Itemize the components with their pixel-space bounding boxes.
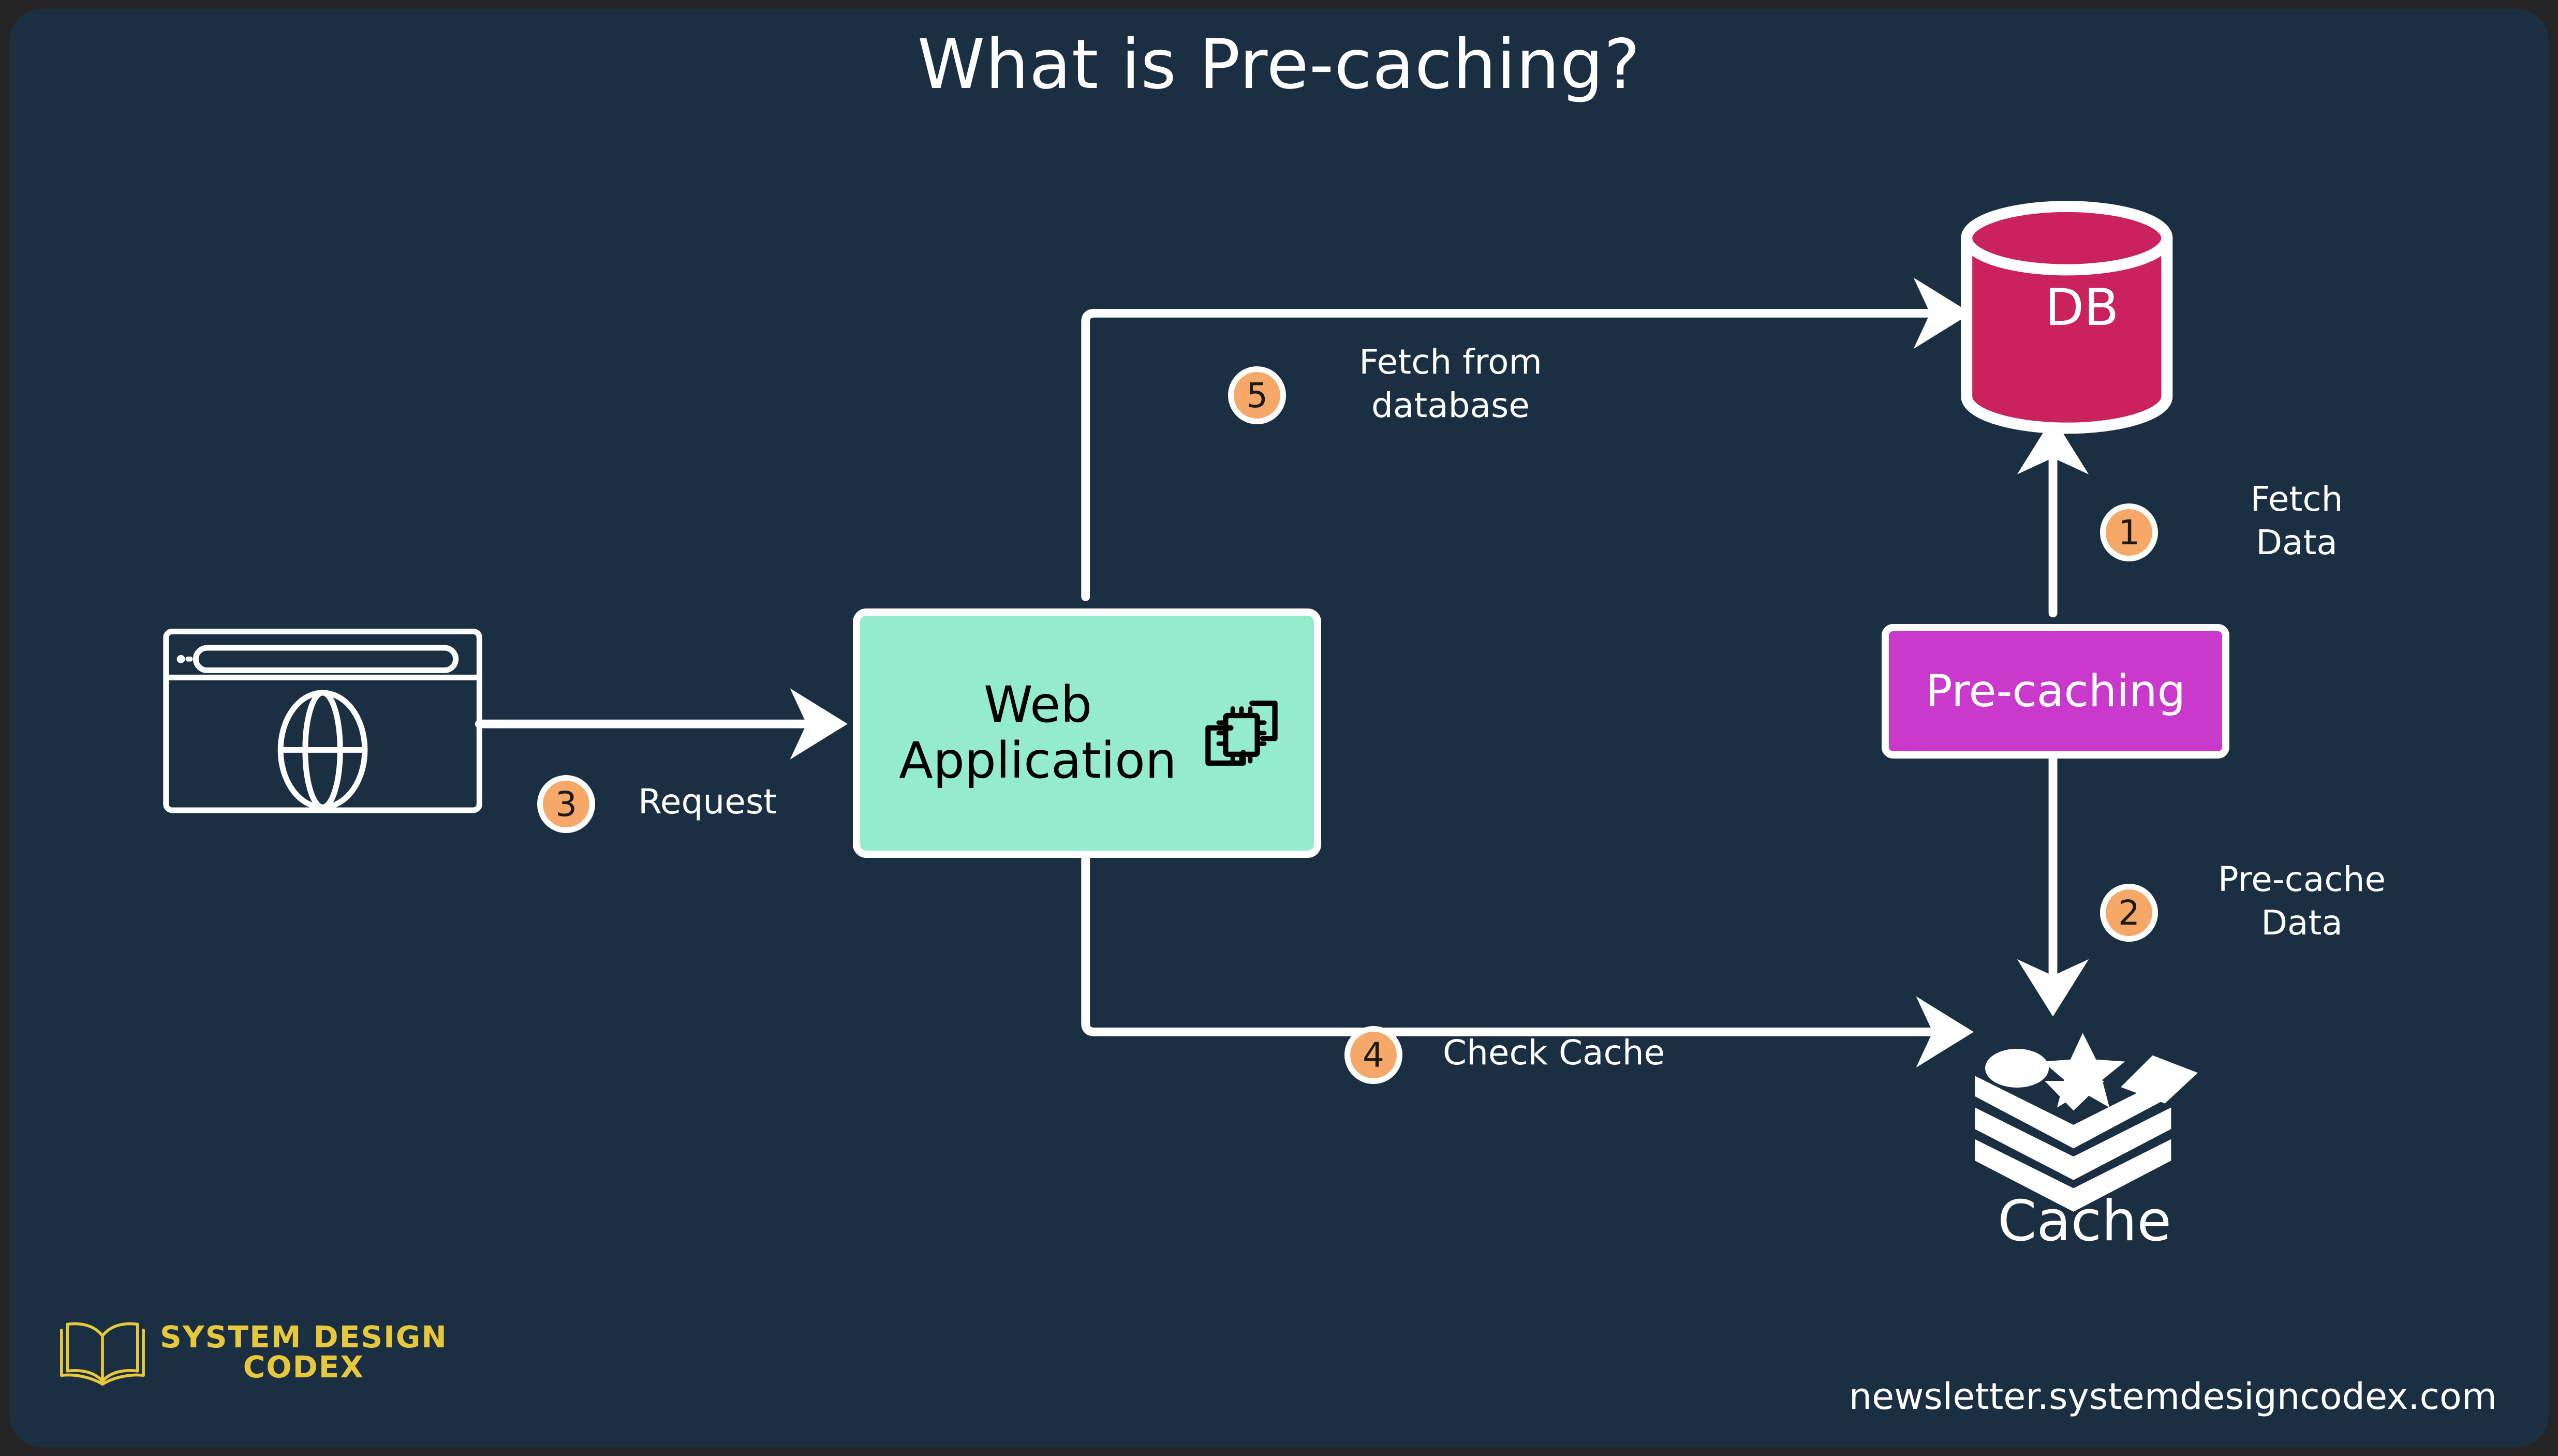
step-label-4: Check Cache (1443, 1033, 1665, 1073)
diagram-canvas: What is Pre-caching? (9, 9, 2549, 1447)
brand-logo[interactable]: SYSTEM DESIGN CODEX (58, 1318, 448, 1386)
step-badge-4[interactable]: 4 (1344, 1026, 1402, 1084)
cache-slab-2 (1975, 1107, 2171, 1180)
step-label-1: Fetch Data (2250, 479, 2343, 563)
cache-slab-3 (1975, 1139, 2171, 1212)
step-badge-2[interactable]: 2 (2100, 884, 2158, 942)
webapp-node[interactable]: Web Application (853, 608, 1321, 858)
logo-line-1: SYSTEM DESIGN (160, 1319, 448, 1355)
browser-window[interactable] (9, 9, 2549, 1447)
arrow-step-4 (1081, 846, 1974, 1068)
step-label-3: Request (638, 782, 777, 822)
connector-layer (475, 277, 2089, 1068)
step-label-5: Fetch from database (1359, 342, 1542, 426)
browser-frame (163, 628, 482, 813)
globe-meridian (302, 690, 343, 810)
step-badge-3[interactable]: 3 (537, 775, 595, 833)
cache-shape-ellipse (1985, 1048, 2049, 1088)
db-body (1961, 232, 2173, 434)
step-label-2: Pre-cache Data (2217, 859, 2386, 943)
arrow-step-5 (1081, 277, 1971, 601)
newsletter-url[interactable]: newsletter.systemdesigncodex.com (1849, 1375, 2497, 1418)
logo-line-2: CODEX (243, 1349, 365, 1385)
webapp-label: Web Application (899, 676, 1177, 790)
browser-dots (176, 655, 193, 663)
cache-stack-icon[interactable] (9, 9, 2549, 1447)
page-title: What is Pre-caching? (917, 25, 1641, 105)
cache-shape-triangle (2045, 1081, 2105, 1111)
precaching-node[interactable]: Pre-caching (1882, 624, 2229, 759)
precaching-label: Pre-caching (1925, 665, 2186, 717)
database-cylinder-icon[interactable] (9, 9, 2549, 1447)
cache-slab-1 (1975, 1076, 2171, 1149)
step-badge-1[interactable]: 1 (2100, 503, 2158, 561)
open-book-icon (60, 1322, 145, 1386)
db-top (1961, 201, 2173, 276)
browser-address-bar[interactable] (193, 645, 459, 673)
cache-shape-diamond (2121, 1055, 2198, 1104)
step-badge-5[interactable]: 5 (1228, 366, 1286, 424)
microchip-icon (1205, 701, 1278, 766)
cache-label: Cache (1998, 1189, 2171, 1254)
